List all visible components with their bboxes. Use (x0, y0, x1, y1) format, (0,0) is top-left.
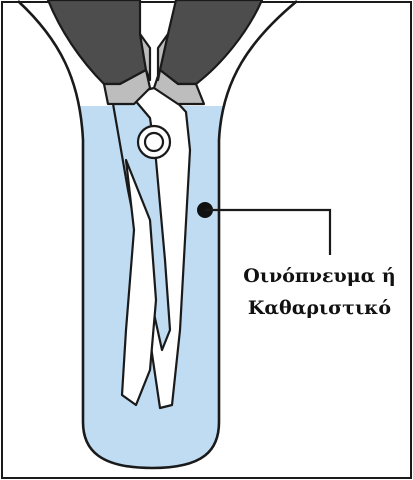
pliers-tool (110, 84, 192, 410)
callout-label-line-2: Καθαριστικό (247, 297, 392, 319)
container-vessel (17, 0, 298, 470)
callout-label-line-1: Οινόπνευμα ή (243, 265, 396, 287)
callout-leader (205, 208, 332, 255)
pliers-handles (46, 0, 264, 106)
